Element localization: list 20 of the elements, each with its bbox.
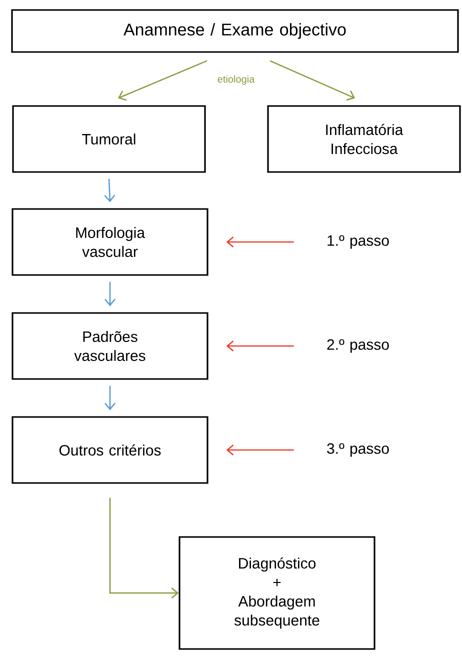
step-label: 3.º passo [327,443,389,457]
process-box: Padrões vasculares [12,312,208,380]
process-box: Anamnese / Exame objectivo [11,9,459,53]
arrow [226,236,294,248]
arrow [104,282,116,306]
arrow [109,498,179,598]
step-label: 2.º passo [327,339,389,353]
arrow [104,386,116,410]
arrow [104,178,116,202]
arrow [118,60,208,101]
process-box: Morfologia vascular [12,208,208,276]
step-label: 1.º passo [328,235,389,249]
process-box: Outros critérios [12,416,208,484]
process-box: Tumoral [12,105,206,173]
process-box: Inflamatória Infecciosa [267,105,461,173]
process-box: Diagnóstico + Abordagem subsequente [178,536,376,650]
arrow [226,444,294,456]
arrow [226,340,294,352]
arrow [270,60,355,101]
branch-label: etiologia [218,75,255,85]
